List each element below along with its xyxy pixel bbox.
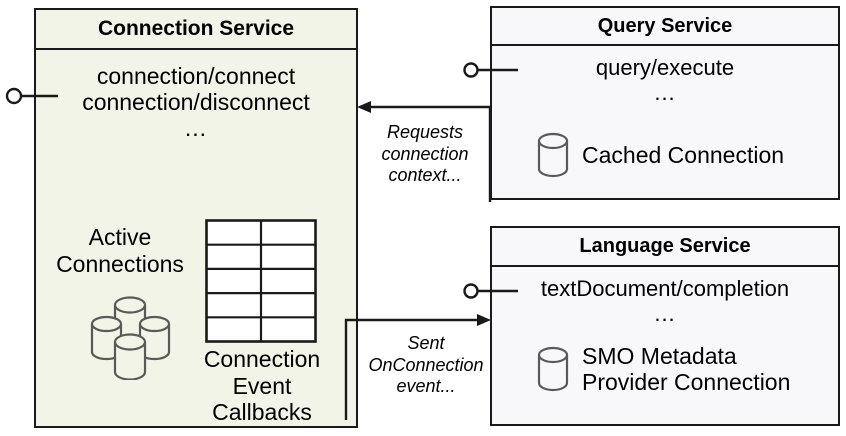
table-grid-icon xyxy=(205,219,317,343)
connection-service-title: Connection Service xyxy=(36,10,356,50)
sent-line3: event... xyxy=(396,376,456,397)
language-service-provided-interface-lollipop[interactable] xyxy=(462,277,520,305)
component-language-service[interactable]: Language Service textDocument/completion… xyxy=(490,226,840,426)
requests-line3: context... xyxy=(388,165,462,186)
sent-line1: Sent xyxy=(407,333,445,353)
database-cylinder-icon xyxy=(537,132,569,178)
smo-artifact-line2: Provider Connection xyxy=(582,369,791,396)
component-connection-service[interactable]: Connection Service connection/connect co… xyxy=(34,8,358,428)
connection-service-endpoints: connection/connect connection/disconnect… xyxy=(36,63,356,141)
active-connections-line2: Connections xyxy=(56,250,184,277)
endpoint-query-execute: query/execute xyxy=(595,55,735,80)
language-service-body: textDocument/completion ... SMO Metadata… xyxy=(492,267,838,424)
sent-line2: OnConnection xyxy=(368,354,484,375)
connection-service-body: connection/connect connection/disconnect… xyxy=(36,50,356,426)
callbacks-line1: Connection xyxy=(203,346,321,372)
connection-service-provided-interface-lollipop[interactable] xyxy=(4,82,60,110)
edge-label-sent-onconnection-event: Sent OnConnection event... xyxy=(356,333,496,398)
cached-connection-label: Cached Connection xyxy=(582,141,785,168)
edge-label-requests-connection-context: Requests connection context... xyxy=(358,122,492,187)
language-service-artifact: SMO Metadata Provider Connection xyxy=(536,343,790,396)
edge-connection-to-language xyxy=(344,314,491,420)
requests-line2: connection xyxy=(381,143,469,164)
query-service-provided-interface-lollipop[interactable] xyxy=(462,56,520,84)
query-service-endpoints: query/execute ... xyxy=(492,55,838,105)
connection-service-endpoints-ellipsis: ... xyxy=(184,114,208,141)
query-service-title: Query Service xyxy=(492,8,838,46)
connection-event-callbacks-label: Connection Event Callbacks xyxy=(186,346,338,426)
endpoint-textdocument-completion: textDocument/completion xyxy=(540,276,790,301)
database-cylinder-icon xyxy=(537,347,569,392)
query-service-body: query/execute ... Cached Connection xyxy=(492,46,838,198)
active-connections-line1: Active xyxy=(88,224,152,250)
active-connections-label: Active Connections xyxy=(46,224,194,277)
database-stack-icon xyxy=(90,296,171,380)
endpoint-connection-connect: connection/connect xyxy=(96,63,296,89)
language-service-endpoints: textDocument/completion ... xyxy=(492,276,838,326)
callbacks-line3: Callbacks xyxy=(212,399,312,426)
language-service-endpoints-ellipsis: ... xyxy=(654,300,676,326)
smo-artifact-line1: SMO Metadata xyxy=(582,343,737,369)
query-service-artifact: Cached Connection xyxy=(536,132,784,178)
language-service-title: Language Service xyxy=(492,228,838,267)
requests-line1: Requests xyxy=(386,122,464,142)
component-query-service[interactable]: Query Service query/execute ... Cached C… xyxy=(490,6,840,200)
edge-query-to-connection xyxy=(357,101,492,202)
callbacks-line2: Event xyxy=(232,372,292,399)
smo-metadata-provider-connection-label: SMO Metadata Provider Connection xyxy=(582,343,790,396)
endpoint-connection-disconnect: connection/disconnect xyxy=(82,88,310,115)
query-service-endpoints-ellipsis: ... xyxy=(654,79,676,105)
